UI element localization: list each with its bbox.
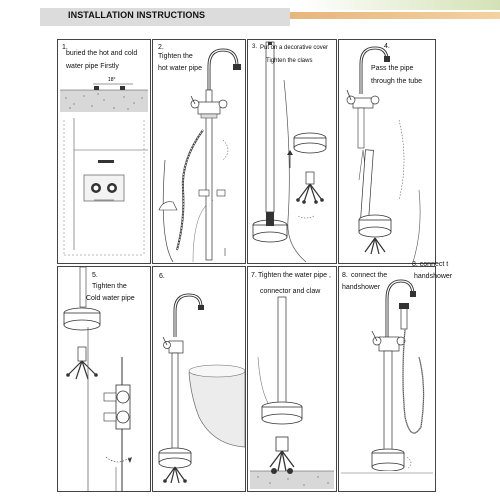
step-8-illustration	[341, 279, 433, 489]
step-5-line-2: Cold water pipe	[86, 295, 135, 302]
step-2-line-1: Tighten the	[158, 53, 193, 60]
header-accent-orange	[290, 12, 500, 19]
step-7-line-1: Tighten the water pipe ,	[258, 272, 331, 279]
step-1-line-1: buried the hot and cold	[66, 50, 138, 57]
step-panel-5: 5. Tighten the Cold water pipe	[57, 266, 151, 492]
step-7-illustration	[250, 296, 334, 489]
step-1-line-2: water pipe Firstly	[66, 63, 119, 70]
step-8-line-2: handshower	[342, 284, 381, 291]
step-3-illustration	[252, 41, 327, 263]
step-5-illustration	[63, 267, 132, 491]
step-8-line-1: connect the	[351, 272, 388, 279]
step-3-line-2: Tighten the claws	[266, 58, 313, 64]
step-2-illustration	[158, 48, 241, 263]
step-4-line-2: through the tube	[371, 78, 422, 85]
step-7-line-2: connector and claw	[260, 288, 321, 295]
step-panel-6: 6.	[152, 266, 246, 492]
step-2-line-2: hot water pipe	[158, 65, 202, 72]
step-panel-3: 3. Put on a decorative cover Tighten the…	[247, 39, 337, 264]
step-panel-7: 7. Tighten the water pipe , connector an…	[247, 266, 337, 492]
step-1-illustration: 18°	[60, 77, 148, 256]
overflow-caption-line-2: handshower	[414, 273, 453, 280]
step-5-number: 5.	[92, 272, 98, 279]
step-panel-2: 2. Tighten the hot water pipe	[152, 39, 246, 264]
step-7-number: 7.	[251, 272, 257, 279]
overflow-caption-line-1: 8. connect t	[412, 261, 449, 268]
step-2-number: 2.	[158, 44, 164, 51]
page-title: INSTALLATION INSTRUCTIONS	[68, 10, 206, 20]
step-panel-1: 1. buried the hot and cold water pipe Fi…	[57, 39, 151, 264]
step-4-illustration	[346, 46, 421, 263]
step-4-number: 4.	[384, 43, 390, 50]
step-6-number: 6.	[159, 273, 165, 280]
header-title-bar	[40, 8, 290, 26]
step-1-number: 1.	[62, 44, 68, 51]
step-4-line-1: Pass the pipe	[371, 65, 414, 72]
step-3-line-1: Put on a decorative cover	[260, 45, 329, 51]
step-panel-8: 8. connect the handshower	[338, 266, 436, 492]
step-8-number: 8.	[342, 272, 348, 279]
header-accent-green	[300, 0, 500, 10]
step-6-illustration	[158, 293, 245, 484]
instructions-header: INSTALLATION INSTRUCTIONS	[0, 0, 500, 30]
step-1-dimension-label: 18°	[108, 77, 116, 83]
step-5-line-1: Tighten the	[92, 283, 127, 290]
step-panel-4: 4. Pass the pipe through the tube	[338, 39, 436, 264]
step-3-number: 3.	[252, 44, 258, 50]
